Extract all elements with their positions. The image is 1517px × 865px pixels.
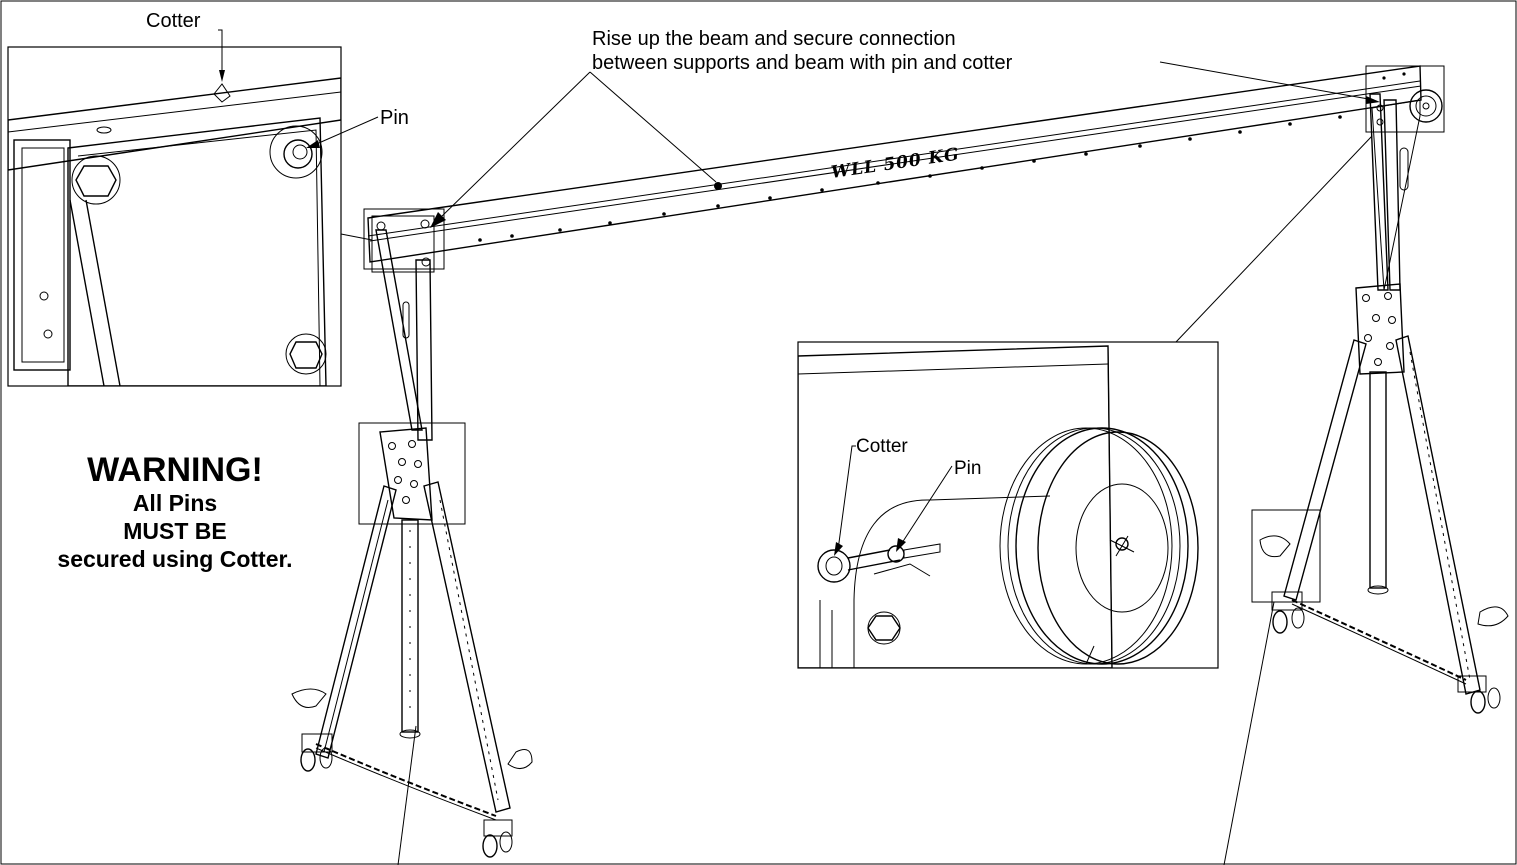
right-support bbox=[1259, 93, 1509, 714]
instruction-line-2: between supports and beam with pin and c… bbox=[592, 52, 1013, 74]
callout-leaders bbox=[218, 29, 1380, 865]
right-leg-callout-frame bbox=[1251, 509, 1321, 603]
warning-line-2: MUST BE bbox=[123, 518, 227, 544]
left-clamp-callout-frame bbox=[358, 422, 466, 525]
warning-title: WARNING! bbox=[87, 451, 263, 489]
warning-line-3: secured using Cotter. bbox=[57, 546, 292, 572]
left-joint-inset bbox=[7, 46, 342, 387]
right-support-casters bbox=[1271, 591, 1501, 714]
pulley-inset-leader bbox=[1175, 135, 1373, 343]
right-beam-end-pulley bbox=[1365, 65, 1445, 133]
warning-line-1: All Pins bbox=[133, 490, 217, 516]
main-beam: WLL 500 KG bbox=[367, 65, 1422, 263]
left-joint-callout-frame bbox=[363, 208, 445, 270]
beam-holes bbox=[478, 72, 1406, 242]
cotter-label-detail: Cotter bbox=[856, 436, 908, 457]
pin-label-top: Pin bbox=[380, 107, 409, 129]
cotter-label-top: Cotter bbox=[146, 10, 201, 32]
pin-label-detail: Pin bbox=[954, 458, 981, 479]
warning-block: WARNING! All Pins MUST BE secured using … bbox=[57, 451, 292, 572]
left-beam-end-plate bbox=[371, 215, 435, 273]
left-inset-leader bbox=[340, 233, 373, 241]
beam-wll-marking: WLL 500 KG bbox=[830, 144, 961, 183]
pulley-inset bbox=[797, 341, 1219, 669]
left-support-casters bbox=[300, 733, 513, 858]
instruction-line-1: Rise up the beam and secure connection bbox=[592, 28, 956, 50]
left-support bbox=[291, 229, 533, 858]
